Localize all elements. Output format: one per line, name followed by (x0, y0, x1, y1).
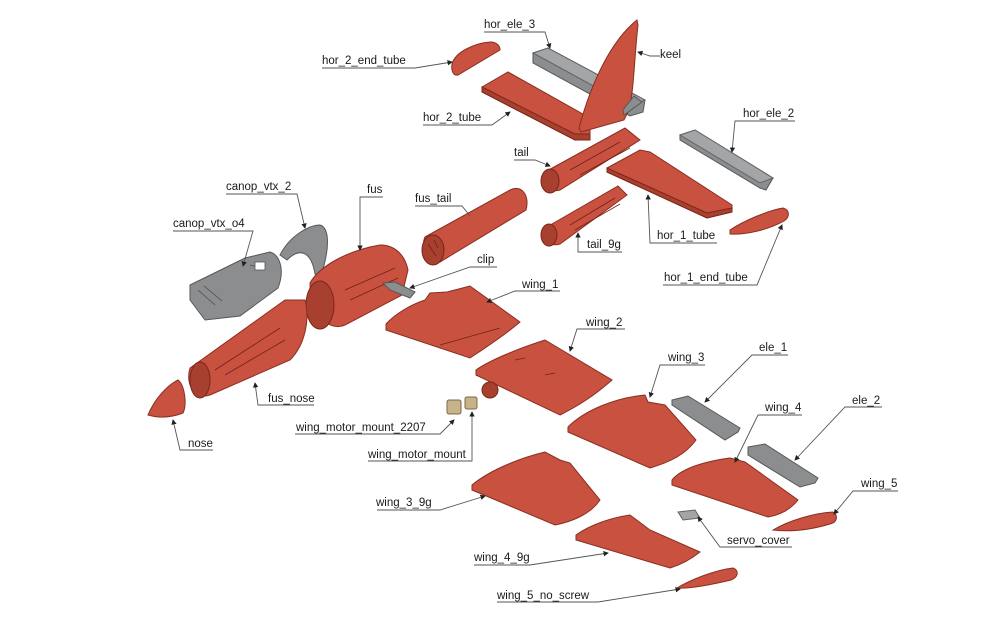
label-wing-3: wing_3 (667, 352, 704, 364)
callout-wing-3-9g: wing_3_9g (375, 494, 486, 511)
callout-clip: clip (409, 254, 497, 290)
label-wing-5: wing_5 (860, 478, 897, 490)
callout-wing-5: wing_5 (833, 478, 898, 515)
label-hor-ele-2: hor_ele_2 (743, 108, 794, 120)
label-ele-1: ele_1 (759, 342, 787, 354)
label-wing-2: wing_2 (585, 317, 622, 329)
part-fus-nose (188, 299, 308, 399)
part-hor-2-tube (481, 71, 591, 141)
label-wing-3-9g: wing_3_9g (375, 497, 432, 509)
label-wing-4: wing_4 (764, 402, 802, 414)
label-hor-2-tube: hor_2_tube (423, 112, 481, 124)
part-wing-1 (385, 285, 521, 359)
label-canop-vtx-o4: canop_vtx_o4 (173, 218, 245, 230)
callout-servo-cover: servo_cover (697, 516, 792, 548)
callout-nose: nose (171, 419, 213, 451)
part-wing-3 (567, 394, 697, 469)
part-wing-4 (671, 457, 799, 518)
callout-wing-1: wing_1 (486, 279, 560, 303)
part-ele-2 (747, 443, 819, 488)
callout-fus-nose: fus_nose (252, 382, 315, 406)
callout-keel: keel (637, 49, 681, 61)
label-canop-vtx-2: canop_vtx_2 (226, 181, 291, 193)
part-servo-cover (677, 509, 701, 521)
callout-canop-vtx-o4: canop_vtx_o4 (173, 218, 254, 267)
part-nose (147, 379, 186, 418)
label-wing-1: wing_1 (521, 279, 558, 291)
part-hor-1-tube (606, 149, 733, 219)
callout-wing-4-9g: wing_4_9g (473, 551, 609, 566)
label-clip: clip (477, 254, 494, 266)
part-hor-1-end-tube (729, 207, 789, 235)
part-wing-3-9g (471, 451, 601, 526)
part-tail (540, 127, 641, 194)
callout-tail-9g: tail_9g (575, 232, 622, 253)
callout-hor-1-end-tube: hor_1_end_tube (663, 224, 783, 286)
part-wing-4-9g (575, 514, 701, 569)
label-hor-ele-3: hor_ele_3 (484, 19, 535, 31)
label-hor-1-end-tube: hor_1_end_tube (664, 272, 748, 284)
part-canop-vtx-o4 (189, 251, 282, 321)
label-tail-9g: tail_9g (587, 239, 621, 251)
callout-canop-vtx-2: canop_vtx_2 (226, 181, 307, 229)
part-hor-ele-2 (678, 129, 775, 191)
part-wing-motor-mount (464, 396, 478, 410)
label-wing-5-no-screw: wing_5_no_screw (496, 590, 590, 602)
label-nose: nose (188, 438, 213, 450)
label-hor-2-end-tube: hor_2_end_tube (322, 55, 406, 67)
part-fus (305, 244, 409, 330)
callout-wing-3: wing_3 (648, 352, 705, 398)
callout-ele-2: ele_2 (794, 395, 882, 461)
callout-tail: tail (514, 147, 551, 167)
callout-hor-2-end-tube: hor_2_end_tube (322, 55, 453, 69)
callout-fus: fus (357, 184, 383, 251)
label-fus-tail: fus_tail (415, 193, 451, 205)
part-canop-vtx-2 (279, 224, 328, 279)
label-keel: keel (660, 49, 681, 61)
callout-wing-4: wing_4 (734, 402, 802, 463)
callout-hor-1-tube: hor_1_tube (645, 194, 717, 244)
label-fus-nose: fus_nose (268, 393, 315, 405)
label-wing-motor-mount: wing_motor_mount (367, 449, 467, 461)
part-wing-5 (771, 511, 837, 532)
callout-hor-2-tube: hor_2_tube (423, 111, 511, 126)
callout-hor-ele-3: hor_ele_3 (484, 19, 552, 49)
part-tail-9g (540, 185, 628, 247)
callout-ele-1: ele_1 (704, 342, 788, 403)
callout-wing-motor-mount-2207: wing_motor_mount_2207 (295, 419, 455, 435)
callout-hor-ele-2: hor_ele_2 (729, 108, 795, 153)
part-wing-2 (475, 339, 613, 416)
part-wing-5-no-screw (675, 567, 738, 589)
part-hor-2-end-tube (451, 41, 501, 76)
callout-wing-2: wing_2 (568, 317, 625, 352)
part-ele-1 (671, 395, 741, 441)
callout-fus-tail: fus_tail (415, 193, 471, 217)
label-tail: tail (514, 147, 529, 159)
part-keel (578, 19, 643, 133)
label-hor-1-tube: hor_1_tube (657, 230, 715, 242)
part-fus-tail (421, 188, 528, 266)
part-wing-motor-mount-2207 (446, 399, 462, 415)
part-clip (381, 281, 416, 299)
label-wing-4-9g: wing_4_9g (473, 552, 530, 564)
label-fus: fus (367, 184, 383, 196)
callout-wing-motor-mount: wing_motor_mount (367, 411, 475, 462)
label-servo-cover: servo_cover (727, 535, 790, 547)
callout-wing-5-no-screw: wing_5_no_screw (496, 587, 681, 603)
label-ele-2: ele_2 (852, 395, 880, 407)
label-wing-motor-mount-2207: wing_motor_mount_2207 (295, 422, 426, 434)
